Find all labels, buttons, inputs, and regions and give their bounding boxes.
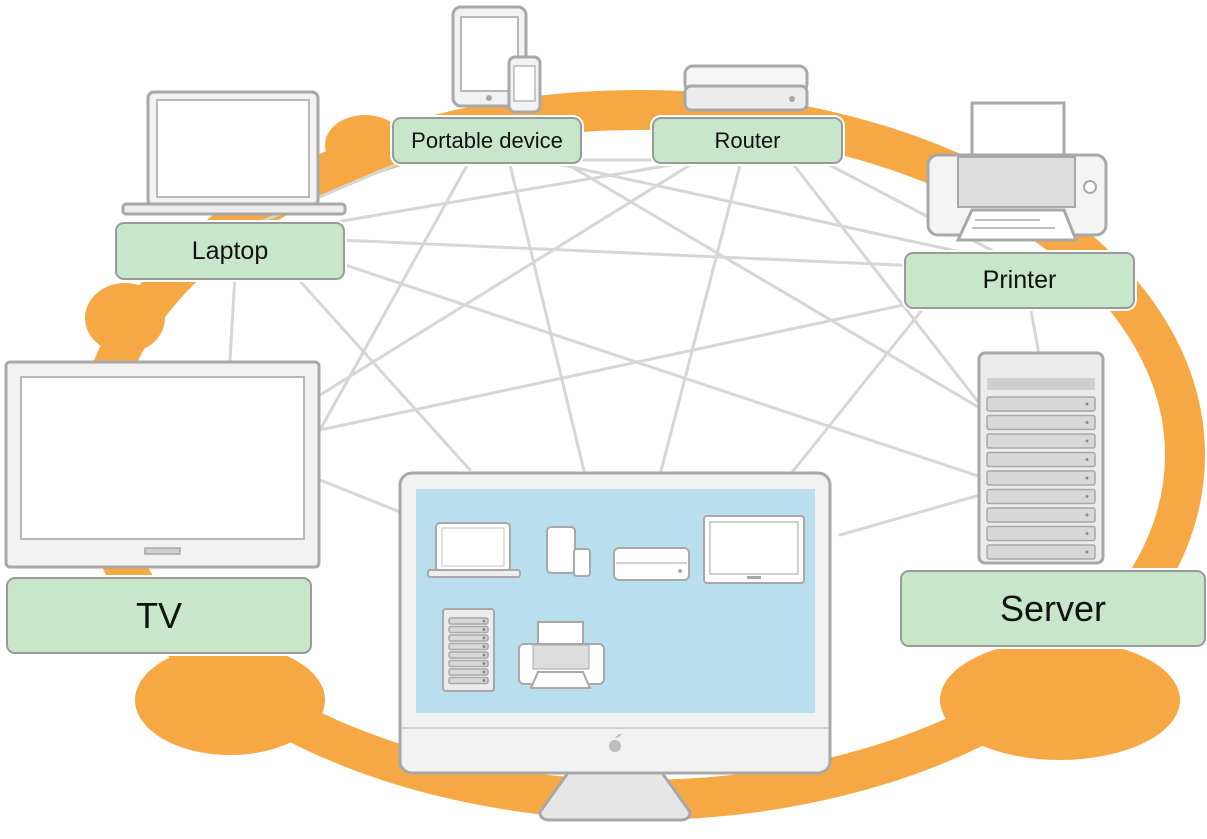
drive-bay bbox=[986, 470, 1096, 486]
drive-led bbox=[482, 679, 486, 682]
drive-led bbox=[482, 662, 486, 665]
drive-led bbox=[1085, 402, 1089, 406]
halo-top-left bbox=[325, 115, 405, 175]
node-label-tv: TV bbox=[6, 577, 312, 654]
link-line bbox=[288, 268, 472, 472]
printer-panel bbox=[957, 156, 1076, 208]
drive-bay bbox=[448, 634, 489, 642]
apple-logo-icon bbox=[609, 740, 621, 752]
drive-led bbox=[482, 619, 486, 623]
laptop-base bbox=[121, 202, 347, 216]
link-line bbox=[788, 298, 932, 477]
drive-bay bbox=[448, 651, 489, 659]
link-line bbox=[328, 258, 992, 482]
drive-bay bbox=[448, 617, 489, 625]
server-icon bbox=[977, 351, 1105, 565]
drive-bay bbox=[448, 668, 489, 676]
node-label-laptop: Laptop bbox=[115, 222, 345, 280]
printer-label: Printer bbox=[982, 266, 1057, 294]
printer-paper-in bbox=[970, 101, 1066, 160]
screen-tv-icon bbox=[703, 515, 805, 584]
drive-bay bbox=[448, 625, 489, 634]
server-label: Server bbox=[999, 587, 1107, 629]
drive-led bbox=[1085, 550, 1089, 554]
router-body bbox=[683, 84, 809, 112]
drive-bay bbox=[986, 433, 1096, 449]
drive-led bbox=[482, 670, 486, 674]
drive-bay bbox=[448, 676, 489, 685]
drive-bay bbox=[986, 396, 1096, 412]
screen-laptop-icon bbox=[427, 522, 521, 578]
laptop-label: Laptop bbox=[191, 236, 269, 265]
link-line bbox=[338, 238, 1012, 272]
desktop-computer-icon bbox=[398, 471, 832, 822]
drive-bay bbox=[448, 642, 489, 651]
screen-tablet-phone-icon bbox=[546, 526, 591, 577]
drive-bay bbox=[986, 451, 1096, 468]
drive-led bbox=[482, 653, 486, 657]
phone-screen bbox=[513, 65, 536, 102]
portable-device-label: Portable device bbox=[411, 127, 563, 153]
link-line bbox=[318, 158, 472, 432]
link-line bbox=[818, 158, 1012, 262]
drive-led bbox=[1085, 476, 1089, 480]
halo-left bbox=[85, 283, 165, 353]
drive-bay bbox=[986, 414, 1096, 431]
link-line bbox=[538, 158, 1022, 267]
tv-logo-bar bbox=[144, 547, 181, 555]
laptop-icon bbox=[121, 90, 347, 216]
link-line bbox=[228, 273, 237, 362]
laptop-screen bbox=[156, 99, 310, 198]
tablet-phone-icon bbox=[451, 5, 542, 114]
drive-led bbox=[1085, 532, 1089, 535]
drive-bay bbox=[986, 544, 1096, 560]
link-line bbox=[838, 493, 982, 537]
tv-screen bbox=[20, 376, 305, 540]
drive-bay bbox=[986, 525, 1096, 542]
drive-bay bbox=[448, 659, 489, 668]
drive-led bbox=[1085, 513, 1089, 517]
router-icon bbox=[683, 64, 809, 112]
link-line bbox=[788, 158, 1002, 432]
halo-bottom-left bbox=[135, 645, 325, 755]
link-line bbox=[658, 163, 742, 477]
drive-bay bbox=[986, 488, 1096, 505]
server-vent bbox=[987, 378, 1095, 390]
connection-lines bbox=[228, 148, 1042, 537]
drive-led bbox=[1085, 495, 1089, 498]
drive-led bbox=[1085, 439, 1089, 443]
link-line bbox=[228, 148, 432, 237]
drive-led bbox=[1085, 458, 1089, 461]
printer-icon bbox=[926, 101, 1108, 242]
node-label-server: Server bbox=[900, 570, 1206, 647]
drive-led bbox=[482, 645, 486, 648]
screen-printer-icon bbox=[518, 621, 605, 689]
drive-led bbox=[1085, 421, 1089, 424]
desktop-stand bbox=[538, 768, 692, 822]
drive-bay bbox=[986, 507, 1096, 523]
screen-server-icon bbox=[442, 608, 495, 692]
printer-paper-out bbox=[955, 208, 1079, 242]
link-line bbox=[318, 278, 1022, 432]
tv-icon bbox=[4, 360, 321, 569]
node-label-printer: Printer bbox=[904, 252, 1135, 309]
link-line bbox=[318, 163, 692, 397]
halo-bottom-right bbox=[940, 640, 1180, 760]
node-label-router: Router bbox=[652, 117, 843, 164]
link-line bbox=[508, 163, 587, 477]
tablet-button bbox=[486, 95, 492, 101]
router-led bbox=[789, 96, 795, 102]
drive-led bbox=[482, 628, 486, 631]
apple-leaf bbox=[615, 733, 622, 738]
link-line bbox=[558, 158, 1002, 422]
node-label-portable-device: Portable device bbox=[392, 117, 582, 164]
tv-label: TV bbox=[135, 594, 182, 636]
printer-button bbox=[1083, 180, 1097, 194]
router-label: Router bbox=[714, 127, 781, 153]
screen-router-icon bbox=[613, 547, 690, 581]
drive-led bbox=[482, 636, 486, 640]
link-line bbox=[1028, 303, 1042, 362]
